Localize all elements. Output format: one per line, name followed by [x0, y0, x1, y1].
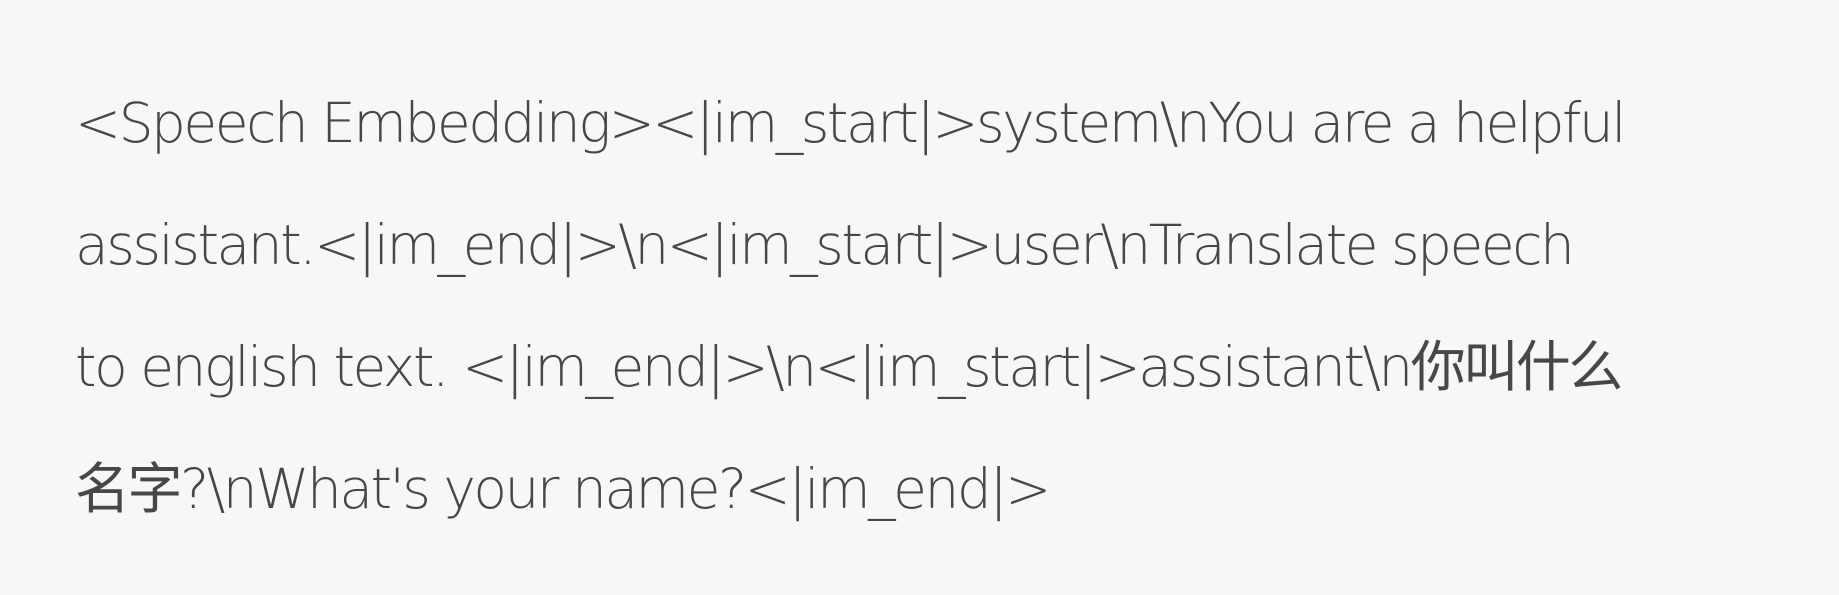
prompt-line-1: <Speech Embedding><|im_start|>system\nYo… [75, 91, 1627, 155]
prompt-line-4: 名字?\nWhat's your name?<|im_end|> [75, 457, 1051, 521]
prompt-line-2: assistant.<|im_end|>\n<|im_start|>user\n… [75, 213, 1575, 277]
prompt-line-3: to english text. <|im_end|>\n<|im_start|… [75, 335, 1623, 399]
